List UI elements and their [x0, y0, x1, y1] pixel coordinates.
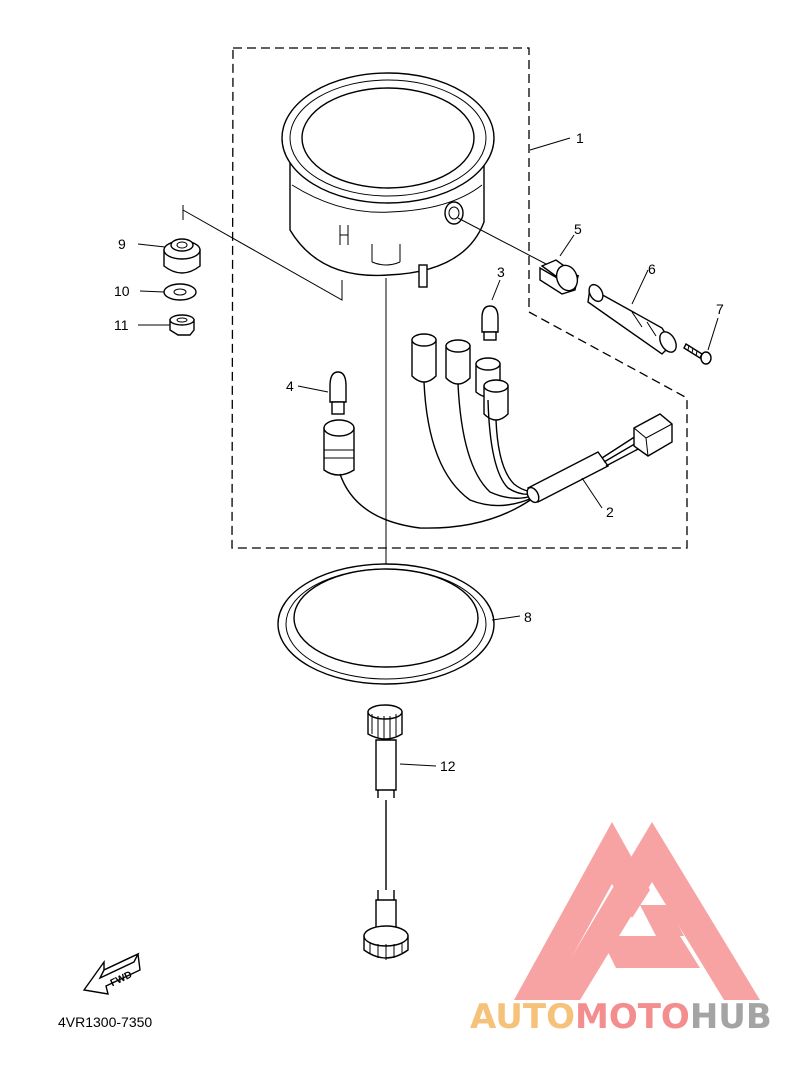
- callout-1: 1: [576, 130, 584, 146]
- callout-3: 3: [497, 264, 505, 280]
- assembly-boundary: [231, 47, 688, 549]
- callout-9: 9: [118, 236, 126, 252]
- callout-4: 4: [286, 378, 294, 394]
- callout-10: 10: [114, 283, 130, 299]
- callout-2: 2: [606, 504, 614, 520]
- watermark-part-hub: HUB: [690, 997, 772, 1037]
- watermark-logo-icon: [514, 822, 760, 1000]
- callout-8: 8: [524, 609, 532, 625]
- wire-harness: [339, 333, 673, 529]
- callout-6: 6: [648, 261, 656, 277]
- collar: [539, 259, 580, 295]
- grommet: [163, 238, 201, 274]
- watermark-part-moto: MOTO: [575, 997, 690, 1037]
- callout-7: 7: [716, 301, 724, 317]
- callout-12: 12: [440, 758, 456, 774]
- damper: [587, 283, 677, 355]
- nut: [169, 314, 195, 336]
- callout-5: 5: [574, 221, 582, 237]
- bulb-socket: [323, 371, 355, 476]
- washer: [163, 283, 197, 301]
- watermark-part-auto: AUTO: [470, 997, 575, 1037]
- screw: [683, 342, 712, 365]
- callout-11: 11: [114, 317, 129, 333]
- watermark-text: AUTOMOTOHUB: [470, 997, 772, 1037]
- meter-cable: [363, 704, 409, 960]
- diagram-code: 4VR1300-7350: [58, 1014, 152, 1030]
- meter-housing: [281, 72, 495, 288]
- ring-gasket: [277, 563, 495, 685]
- bulb-small: [481, 305, 499, 341]
- fwd-arrow-icon: FWD: [82, 952, 141, 995]
